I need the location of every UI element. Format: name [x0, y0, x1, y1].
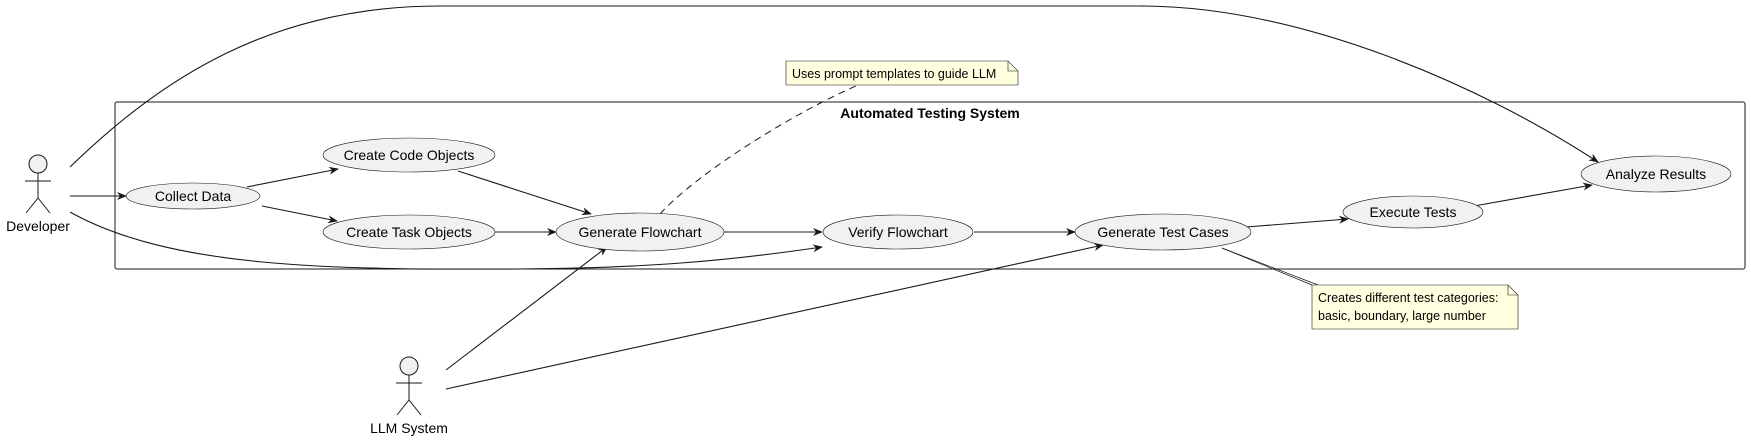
use-case-label: Create Code Objects [344, 147, 475, 163]
use-case-label: Verify Flowchart [848, 224, 948, 240]
use-case-verify-flowchart[interactable]: Verify Flowchart [822, 214, 974, 250]
edge-llm-generate-test-cases [445, 243, 1104, 390]
note-test-categories: Creates different test categories: basic… [1311, 284, 1519, 330]
edge-collect-create-task [261, 205, 338, 224]
edge-developer-analyze-results [69, 5, 1599, 168]
note-text-line-2: basic, boundary, large number [1318, 309, 1486, 323]
note-connector-test-categories [1221, 247, 1319, 286]
use-case-collect-data[interactable]: Collect Data [125, 182, 261, 210]
use-case-label: Generate Test Cases [1097, 224, 1228, 240]
edge-execute-tests-analyze-results [1473, 182, 1593, 207]
edge-developer-verify-flowchart [69, 211, 823, 270]
actor-head-icon [28, 154, 48, 174]
note-text: Uses prompt templates to guide LLM [792, 67, 996, 81]
system-title: Automated Testing System [840, 105, 1019, 121]
edge-create-code-generate-flowchart [457, 170, 592, 216]
actor-label: LLM System [370, 420, 448, 436]
use-case-label: Analyze Results [1606, 166, 1706, 182]
edge-llm-generate-flowchart [445, 246, 608, 371]
actor-label: Developer [6, 218, 70, 234]
use-case-label: Generate Flowchart [579, 224, 702, 240]
use-case-analyze-results[interactable]: Analyze Results [1580, 155, 1732, 193]
note-text-line-1: Creates different test categories: [1318, 291, 1498, 305]
edges [69, 5, 1599, 390]
note-connector-prompt [659, 85, 857, 215]
use-case-execute-tests[interactable]: Execute Tests [1342, 195, 1484, 229]
use-case-create-task-objects[interactable]: Create Task Objects [322, 214, 496, 250]
use-case-generate-test-cases[interactable]: Generate Test Cases [1074, 213, 1252, 251]
edge-test-cases-execute-tests [1245, 215, 1349, 228]
use-case-create-code-objects[interactable]: Create Code Objects [322, 137, 496, 173]
use-case-label: Create Task Objects [346, 224, 472, 240]
use-case-generate-flowchart[interactable]: Generate Flowchart [555, 212, 725, 252]
use-case-label: Collect Data [155, 188, 231, 204]
actor-head-icon [399, 356, 419, 376]
actor-llm-system[interactable]: LLM System [370, 356, 448, 436]
note-prompt-templates: Uses prompt templates to guide LLM [785, 60, 1019, 86]
edge-collect-create-code [246, 166, 339, 188]
actor-developer[interactable]: Developer [6, 154, 70, 234]
system-boundary: Automated Testing System [114, 101, 1746, 270]
use-case-label: Execute Tests [1370, 204, 1457, 220]
